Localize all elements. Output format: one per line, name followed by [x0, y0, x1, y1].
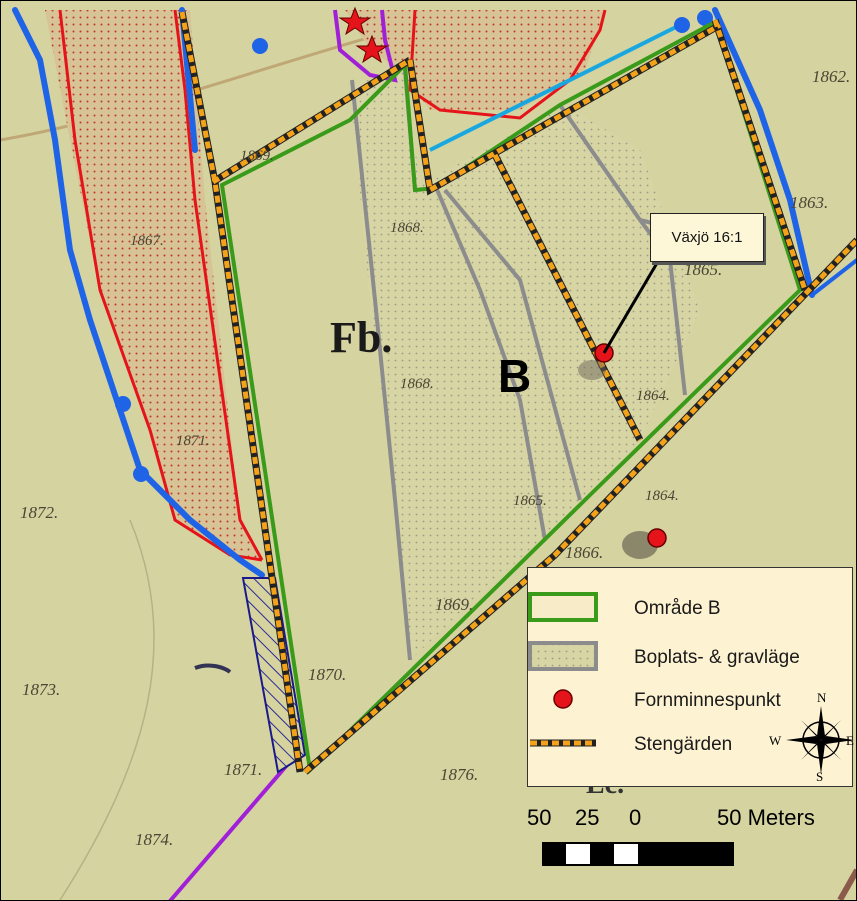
legend-item: Boplats- & gravläge [528, 641, 852, 675]
hand-label: 1871. [224, 760, 262, 779]
purple-line [168, 748, 302, 901]
stengarden [179, 11, 857, 774]
scale-label: 50 [527, 805, 552, 830]
area-b-label: B [498, 350, 531, 402]
hand-label: 1867. [130, 233, 164, 249]
hand-label: 1865. [684, 260, 722, 279]
legend-label: Område B [634, 598, 721, 619]
hand-label: 1874. [135, 830, 173, 849]
field-line [59, 519, 155, 901]
orange-dashed-line-icon [530, 739, 596, 747]
light-blue-line [429, 23, 681, 152]
legend: Område B Boplats- & gravläge Fornminnesp… [527, 567, 854, 787]
callout-label: Växjö 16:1 [671, 229, 743, 246]
legend-item: Område B [528, 592, 852, 626]
scale-labels: 50 25 0 50 Meters [527, 805, 857, 830]
site-callout[interactable]: Växjö 16:1 [650, 213, 764, 262]
hand-label: 1865. [513, 493, 547, 509]
legend-label: Boplats- & gravläge [634, 647, 800, 668]
fornminnespunkt-marker[interactable] [647, 528, 667, 548]
rail-line [837, 868, 857, 901]
fb-label: Fb. [330, 313, 392, 362]
hand-label: 1864. [645, 488, 679, 504]
scale-bar [542, 842, 734, 866]
scale-label: 25 [575, 805, 600, 830]
hand-label: 1871. [176, 433, 210, 449]
scale-label: 50 Meters [717, 805, 815, 830]
svg-text:N: N [817, 690, 827, 705]
hand-label: 1868. [390, 220, 424, 236]
hand-label: 1862. [812, 67, 850, 86]
hand-label: 1873. [22, 680, 60, 699]
legend-label: Fornminnespunkt [634, 690, 781, 711]
legend-item: Fornminnespunkt [528, 684, 852, 718]
compass-rose-icon: N S W E [769, 690, 854, 782]
settlement-area-north [345, 10, 605, 110]
hand-label: 1869. [240, 148, 274, 164]
scale-label: 0 [629, 805, 642, 830]
blue-tail [810, 258, 857, 297]
star-markers [338, 6, 389, 64]
svg-text:W: W [769, 733, 782, 748]
legend-label: Stengärden [634, 734, 733, 755]
old-mound [578, 360, 606, 380]
green-outline-swatch-icon [528, 592, 598, 622]
hand-label: 1863. [790, 193, 828, 212]
hand-label: 1866. [565, 543, 603, 562]
hand-label: 1864. [636, 388, 670, 404]
hand-label: 1868. [400, 376, 434, 392]
hand-label: 1876. [440, 765, 478, 784]
svg-text:S: S [816, 769, 823, 782]
gray-dotted-swatch-icon [528, 641, 598, 671]
legend-item: Stengärden [528, 728, 852, 762]
hand-label: 1870. [308, 665, 346, 684]
callout-leader [602, 257, 662, 354]
boplats-area [350, 70, 700, 660]
settlement-area-west [45, 10, 262, 560]
hand-label: 1869. [435, 595, 473, 614]
water-mark [194, 663, 232, 674]
omrade-b-outline [219, 19, 803, 775]
red-dot-icon [553, 689, 573, 709]
hand-label: 1872. [20, 503, 58, 522]
blue-points [115, 10, 713, 482]
hand-labels: 1862. 1863. 1865. 1864. 1868. 1865. 1866… [20, 67, 850, 849]
